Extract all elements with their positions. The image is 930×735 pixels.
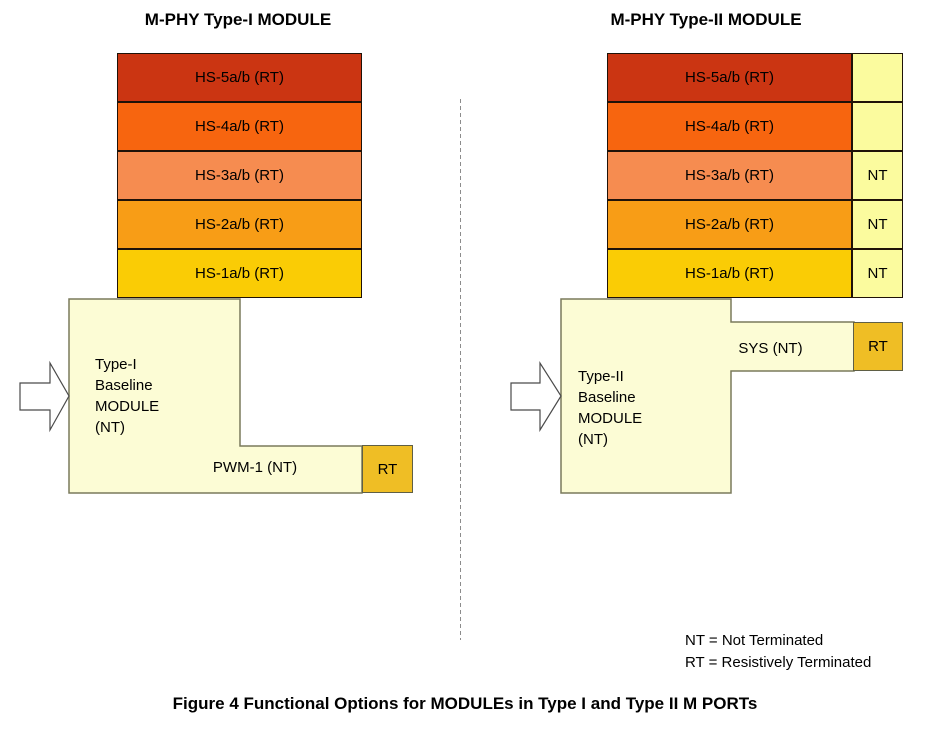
type1-module-label-line4: (NT) [95,419,125,436]
right-side-box-hs4 [852,102,903,151]
left-bar-hs1: HS-1a/b (RT) [117,249,362,298]
termination-legend: NT = Not Terminated RT = Resistively Ter… [685,630,871,674]
right-side-box-hs2: NT [852,200,903,249]
left-bar-hs4: HS-4a/b (RT) [117,102,362,151]
right-bar-hs2: HS-2a/b (RT) [607,200,852,249]
right-rt-box: RT [853,322,903,371]
left-arrow-icon [19,360,70,433]
type2-module-label-line1: Type-II [578,368,624,385]
column-divider-line [460,99,461,640]
right-side-box-hs3: NT [852,151,903,200]
type1-module-label: Type-I Baseline MODULE (NT) [95,354,159,438]
right-column-title: M-PHY Type-II MODULE [610,10,802,29]
left-rt-box: RT [362,445,413,493]
type2-module-label-line4: (NT) [578,431,608,448]
right-bar-hs1: HS-1a/b (RT) [607,249,852,298]
type1-module-label-line3: MODULE [95,398,160,415]
left-bar-hs3: HS-3a/b (RT) [117,151,362,200]
type2-module-label: Type-II Baseline MODULE (NT) [578,366,642,450]
left-bar-hs5: HS-5a/b (RT) [117,53,362,102]
pwm1-lane-label: PWM-1 (NT) [212,459,298,476]
right-side-box-hs5 [852,53,903,102]
sys-lane-label: SYS (NT) [738,340,803,357]
right-bar-hs5: HS-5a/b (RT) [607,53,852,102]
right-arrow-icon [510,360,562,433]
figure-caption: Figure 4 Functional Options for MODULEs … [172,694,758,713]
type2-module-label-line3: MODULE [578,410,643,427]
type2-baseline-module-shape [560,298,855,494]
type1-module-label-line2: Baseline [95,377,153,394]
type2-module-label-line2: Baseline [578,389,636,406]
right-bar-hs3: HS-3a/b (RT) [607,151,852,200]
left-bar-hs2: HS-2a/b (RT) [117,200,362,249]
legend-rt-line: RT = Resistively Terminated [685,654,872,671]
right-bar-hs4: HS-4a/b (RT) [607,102,852,151]
legend-nt-line: NT = Not Terminated [685,632,824,649]
type1-module-label-line1: Type-I [95,356,137,373]
left-column-title: M-PHY Type-I MODULE [144,10,332,29]
right-side-box-hs1: NT [852,249,903,298]
